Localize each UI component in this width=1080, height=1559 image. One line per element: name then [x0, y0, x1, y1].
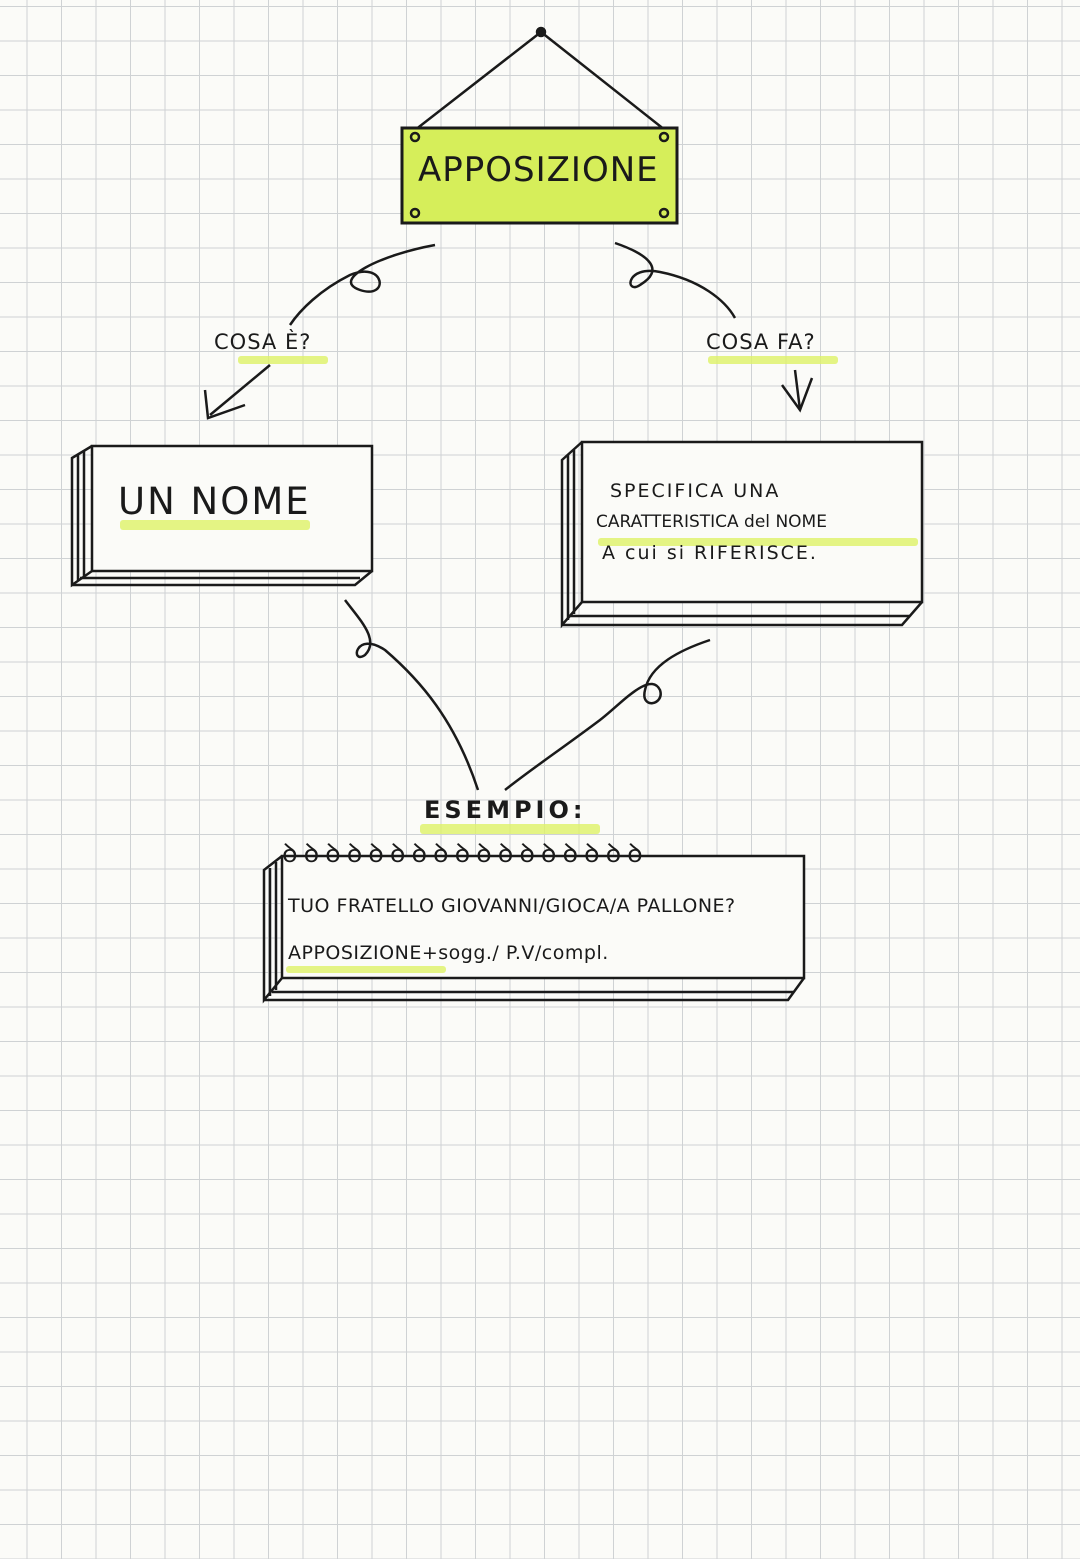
- title-apposizione: APPOSIZIONE: [418, 150, 659, 190]
- highlight-esempio: [420, 824, 600, 834]
- answer-un-nome: UN NOME: [118, 480, 311, 523]
- answer-line-1: SPECIFICA UNA: [610, 480, 781, 502]
- connector-right-to-example: [504, 638, 711, 791]
- box-specifica: [560, 440, 924, 629]
- connector-sign-right: [614, 241, 737, 319]
- connector-sign-left: [288, 243, 436, 326]
- connector-left-to-example: [344, 599, 480, 791]
- arrow-right: [780, 369, 814, 413]
- answer-line-2: CARATTERISTICA del NOME: [596, 512, 827, 532]
- answer-specifica: SPECIFICA UNA CARATTERISTICA del NOME A …: [596, 476, 926, 569]
- highlight-un-nome: [120, 520, 310, 530]
- example-label: ESEMPIO:: [424, 796, 587, 824]
- question-cosa-e: COSA È?: [214, 330, 312, 354]
- highlight-cosa-fa: [708, 356, 838, 364]
- highlight-apposizione: [286, 966, 446, 973]
- highlight-cosa-e: [238, 356, 328, 364]
- arrow-left: [203, 364, 271, 420]
- example-sentence: TUO FRATELLO GIOVANNI/GIOCA/A PALLONE?: [288, 895, 736, 917]
- hanging-sign: [400, 26, 679, 225]
- box-esempio: [262, 854, 806, 1004]
- highlight-caratteristica: [598, 538, 918, 546]
- box-un-nome: [70, 444, 374, 588]
- answer-line-3: A cui si RIFERISCE.: [602, 542, 818, 564]
- question-cosa-fa: COSA FA?: [706, 330, 816, 354]
- example-analysis: APPOSIZIONE+sogg./ P.V/compl.: [288, 942, 609, 964]
- spiral-rings: ꝺꝺꝺꝺꝺꝺꝺꝺꝺꝺꝺꝺꝺꝺꝺꝺꝺ: [282, 839, 649, 869]
